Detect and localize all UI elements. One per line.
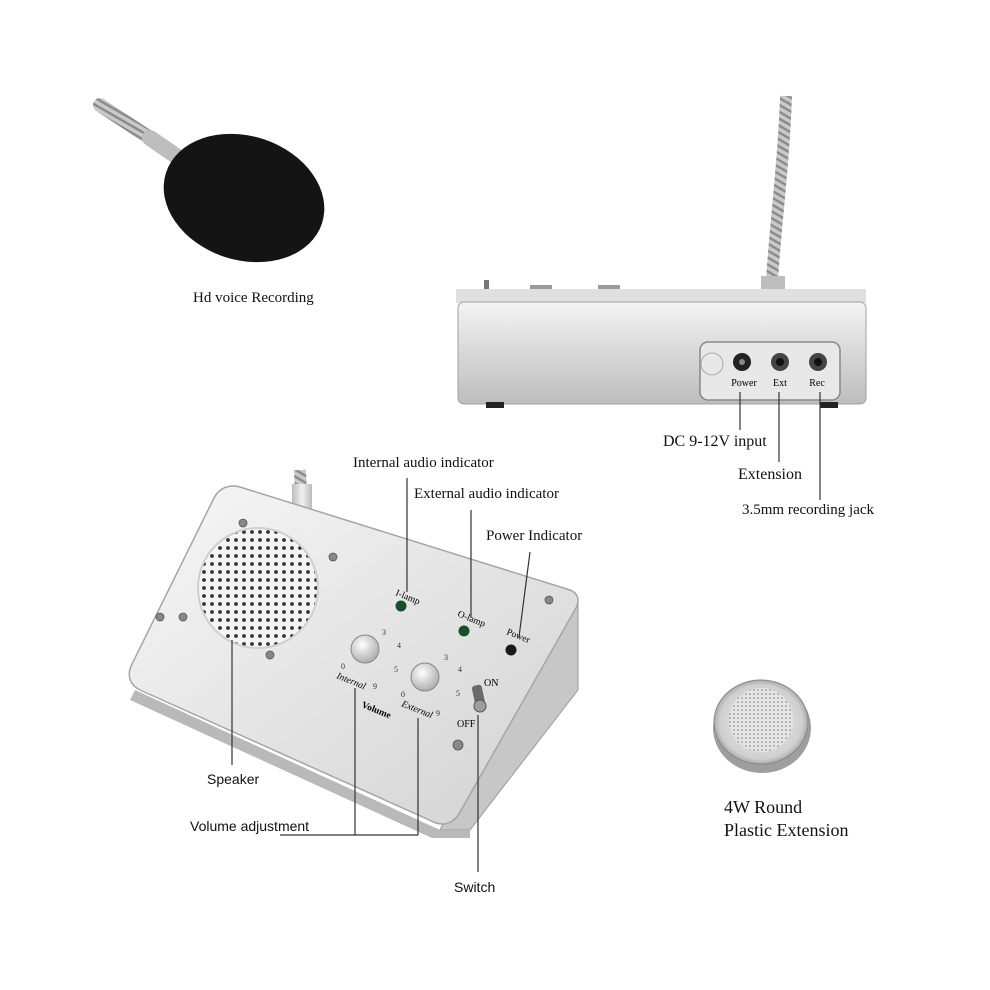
switch-label-off: OFF [457, 719, 476, 730]
internal-indicator-label: Internal audio indicator [353, 455, 494, 471]
extension-caption-line1: 4W Round [724, 797, 803, 817]
front-callout-lines [231, 478, 531, 872]
dc-input-label: DC 9-12V input [663, 433, 767, 450]
microphone-image [93, 98, 325, 263]
port-label-power: Power [731, 378, 757, 389]
switch-label-on: ON [484, 678, 498, 689]
port-label-ext: Ext [773, 378, 787, 389]
extension-caption-line2: Plastic Extension [724, 820, 849, 841]
port-label-rec: Rec [809, 378, 825, 389]
rear-panel-image [456, 95, 867, 408]
dial-number: 5 [394, 665, 398, 674]
round-extension-image [713, 679, 811, 773]
recording-jack-label: 3.5mm recording jack [742, 502, 875, 518]
intercom-unit-image [128, 469, 579, 838]
dial-number: 4 [458, 665, 462, 674]
volume-adjustment-label: Volume adjustment [190, 818, 310, 834]
speaker-label: Speaker [207, 771, 260, 787]
microphone-caption: Hd voice Recording [193, 290, 314, 306]
external-indicator-label: External audio indicator [414, 486, 559, 502]
dial-numbers: 0 3 4 5 9 0 3 4 5 9 [341, 628, 462, 718]
rear-callout-lines [739, 392, 821, 500]
dial-number: 0 [401, 690, 405, 699]
extension-label: Extension [738, 466, 802, 483]
dial-number: 3 [382, 628, 386, 637]
dial-number: 0 [341, 662, 345, 671]
extension-caption: 4W Round Plastic Extension [724, 796, 849, 843]
dial-number: 4 [397, 641, 401, 650]
dial-number: 9 [373, 682, 377, 691]
dial-number: 9 [436, 709, 440, 718]
switch-label: Switch [454, 879, 496, 895]
power-indicator-label: Power Indicator [486, 528, 583, 544]
dial-number: 5 [456, 689, 460, 698]
dial-number: 3 [444, 653, 448, 662]
